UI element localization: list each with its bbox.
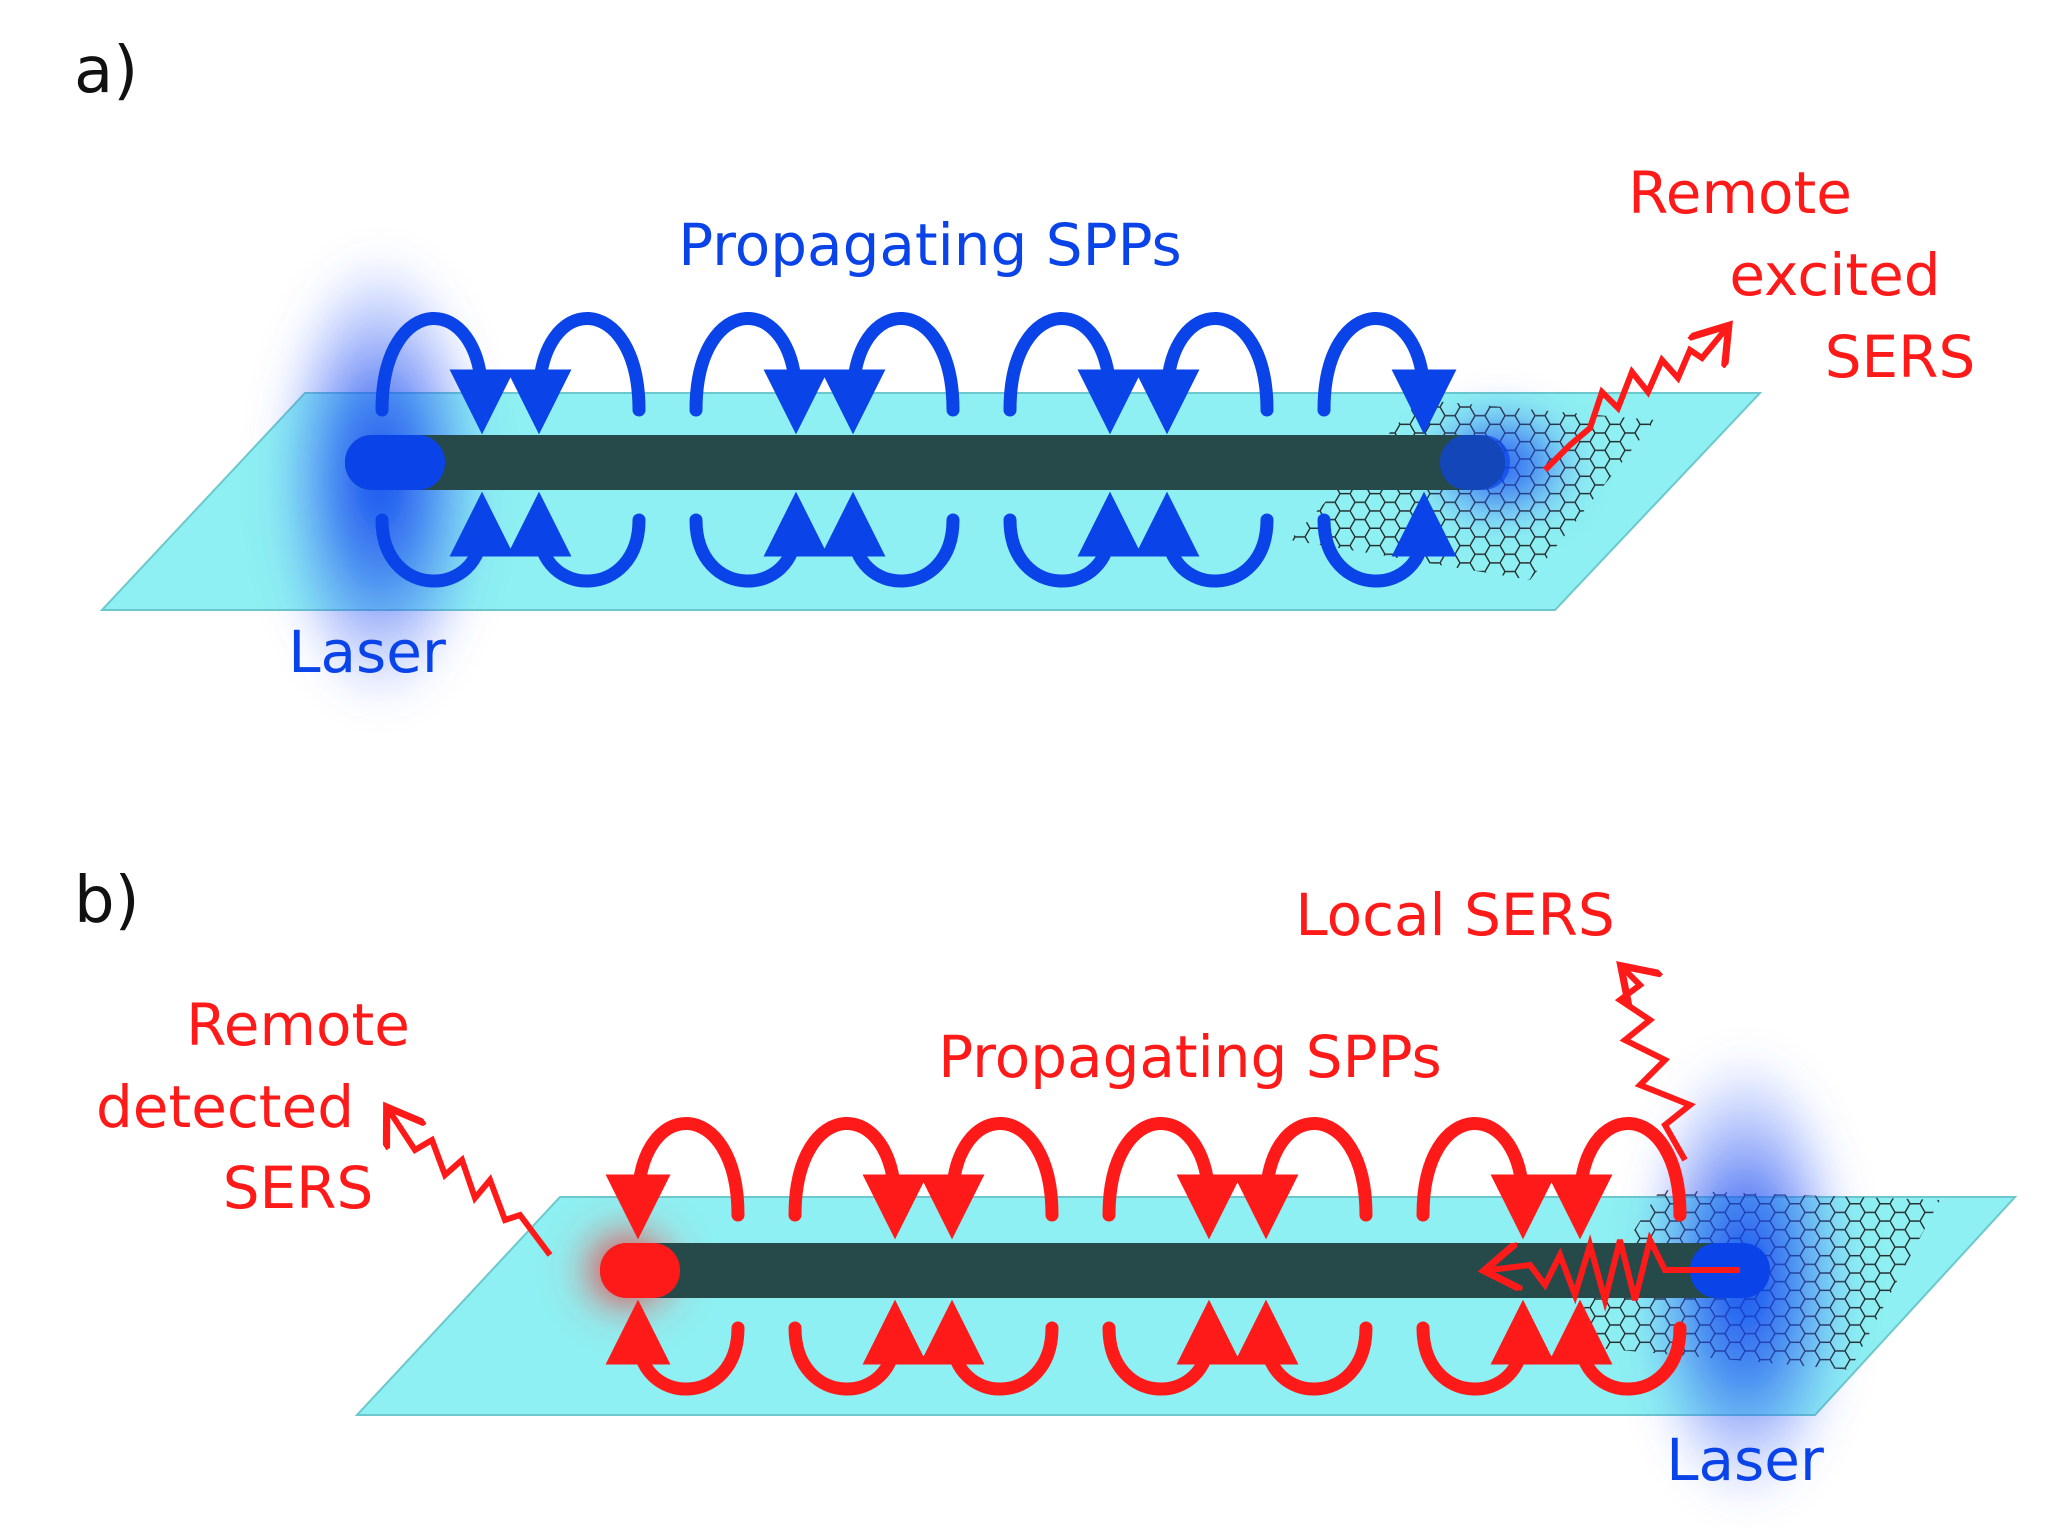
spp-arrow-upper (1134, 312, 1274, 435)
panel-b: b) Propagating SPPs Local SERS Remote de… (74, 864, 2018, 1510)
title-b: Propagating SPPs (938, 1023, 1442, 1091)
nanowire-b (600, 1243, 1760, 1298)
spp-arrow-upper (605, 1117, 745, 1240)
nanowire-a (345, 435, 1505, 490)
remote-label-a-line1: Remote (1628, 159, 1852, 227)
title-a: Propagating SPPs (678, 211, 1182, 279)
spp-arrows-b (605, 1117, 1687, 1396)
spp-arrow-lower (919, 1299, 1059, 1396)
remote-label-b-line3: SERS (223, 1154, 374, 1222)
spp-arrow-upper (375, 312, 515, 435)
laser-label-b: Laser (1666, 1426, 1824, 1494)
local-label-b: Local SERS (1295, 881, 1614, 949)
wire-end-right-a (1440, 435, 1510, 490)
spp-arrows-a (375, 312, 1457, 588)
spp-arrow-lower (1102, 1299, 1242, 1396)
spp-arrow-lower (1233, 1299, 1373, 1396)
panel-b-label: b) (74, 864, 140, 938)
remote-label-a-line3: SERS (1825, 323, 1976, 391)
spp-arrow-lower (506, 491, 646, 588)
panel-a: a) Propagating SPPs Remote excited SERS … (74, 34, 1975, 710)
spp-arrow-upper (689, 312, 829, 435)
spp-arrow-lower (1547, 1299, 1687, 1396)
remote-label-a-line2: excited (1729, 241, 1940, 309)
spp-arrow-upper (1547, 1117, 1687, 1240)
spp-arrow-lower (375, 491, 515, 588)
spp-arrow-upper (1102, 1117, 1242, 1240)
spp-arrow-upper (788, 1117, 928, 1240)
spp-arrow-lower (788, 1299, 928, 1396)
spp-arrow-upper (506, 312, 646, 435)
remote-wave-a (1542, 330, 1725, 473)
wire-end-left-b (600, 1243, 680, 1298)
spp-arrow-lower (1416, 1299, 1556, 1396)
spp-arrow-lower (1003, 491, 1143, 588)
spp-arrow-upper (919, 1117, 1059, 1240)
spp-arrow-upper (1317, 312, 1457, 435)
spp-arrow-lower (605, 1299, 745, 1396)
back-propagating-wave-b (1490, 1231, 1740, 1312)
spp-arrow-lower (1134, 491, 1274, 588)
remote-label-b-line1: Remote (186, 991, 410, 1059)
spp-arrow-lower (820, 491, 960, 588)
remote-wave-b (390, 1112, 553, 1257)
wire-end-left-a (345, 435, 445, 490)
spp-arrow-upper (820, 312, 960, 435)
spp-arrow-lower (1317, 491, 1457, 588)
local-wave-b (1614, 970, 1696, 1162)
spp-arrow-upper (1233, 1117, 1373, 1240)
spp-arrow-upper (1416, 1117, 1556, 1240)
spp-arrow-lower (689, 491, 829, 588)
panel-a-label: a) (74, 34, 138, 108)
spp-arrow-upper (1003, 312, 1143, 435)
remote-label-b-line2: detected (96, 1073, 354, 1141)
laser-label-a: Laser (288, 618, 446, 686)
